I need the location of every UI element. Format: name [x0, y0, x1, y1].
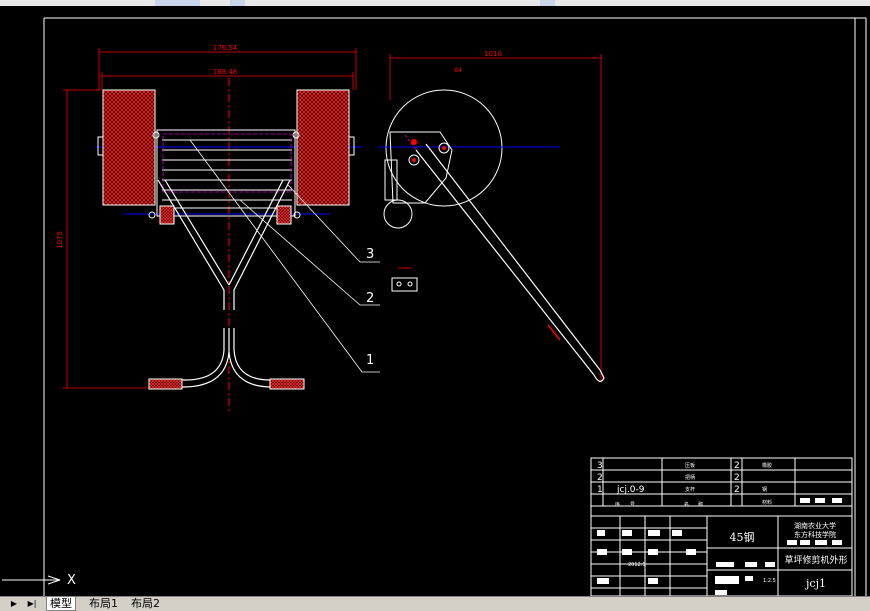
tab-model[interactable]: 模型: [46, 597, 76, 611]
tb-row3-note: 橡胶: [762, 462, 772, 469]
left-hub: [97, 136, 104, 156]
toolbar-fragment[interactable]: [540, 0, 555, 6]
window-top-strip: [0, 0, 870, 6]
tb-row3-no: 3: [597, 461, 603, 471]
tb-date: 2012.5: [628, 562, 646, 568]
tab-layout1[interactable]: 布局1: [89, 597, 118, 610]
callout-2: 2: [366, 291, 374, 306]
dim-text-side-small: 84: [454, 67, 462, 74]
dimension-top-outer: [98, 48, 357, 90]
side-grip-mark: [547, 324, 561, 341]
toolbar-fragment[interactable]: [155, 0, 200, 6]
callout-leaders: [189, 139, 380, 373]
front-view: 176.54 168.48 1075: [56, 44, 380, 412]
callout-1: 1: [366, 353, 374, 368]
drawing-frame: [43, 17, 867, 596]
pivot-ring: [408, 154, 420, 166]
side-view: 1010 84: [378, 50, 605, 382]
tb-row1-no: 1: [597, 485, 603, 495]
side-plate: [384, 159, 398, 201]
tb-row3-qty: 2: [734, 461, 740, 471]
small-part-hole: [396, 281, 402, 287]
right-wheel: [296, 89, 350, 206]
left-grip: [148, 378, 183, 390]
pivot-point: [412, 158, 416, 162]
tb-header-e: 材料: [762, 499, 772, 506]
left-wheel: [102, 89, 156, 206]
tb-row1-note: 钢: [762, 486, 767, 493]
title-block: [590, 457, 853, 596]
tab-layout2[interactable]: 布局2: [131, 597, 160, 610]
tb-row2-qty: 2: [734, 473, 740, 483]
small-part: [391, 277, 418, 292]
tab-prev-icon[interactable]: ▶: [10, 599, 18, 608]
blade-housing: [156, 129, 296, 217]
pivot-point: [411, 139, 417, 145]
left-bracket: [159, 205, 175, 225]
tb-row1-code: jcj.0-9: [616, 485, 645, 495]
right-hub: [348, 136, 355, 156]
layout-tab-bar: ▶ ▶| 模型 布局1 布局2: [0, 596, 870, 611]
ucs-icon: [2, 575, 61, 585]
tb-row1-qty: 2: [734, 485, 740, 495]
tb-header-b: 号: [630, 502, 635, 508]
tb-header-a: 序: [615, 501, 620, 508]
side-handle: [415, 143, 605, 382]
tb-row1-name: 支杆: [685, 486, 695, 493]
tb-row2-no: 2: [597, 473, 603, 483]
dim-text-height: 1075: [56, 231, 64, 249]
right-bracket: [276, 205, 292, 225]
tb-header-d: 称: [698, 501, 703, 508]
axle-ring: [438, 142, 450, 154]
tb-row2-name: 把柄: [685, 474, 695, 481]
drawing-canvas[interactable]: 176.54 168.48 1075: [0, 6, 870, 596]
tb-material: 45钢: [730, 531, 755, 544]
side-housing: [389, 131, 453, 204]
ucs-x-label: X: [67, 573, 76, 588]
dimension-height: [63, 89, 150, 389]
handle-frame: [157, 179, 291, 310]
tb-drawing-code: jcj1: [804, 577, 826, 590]
side-dimensions: [389, 54, 602, 382]
bolts: [148, 131, 301, 219]
tab-last-icon[interactable]: ▶|: [27, 599, 37, 608]
right-grip: [269, 378, 305, 390]
dim-text-top-inner: 168.48: [213, 68, 238, 76]
callout-3: 3: [366, 247, 374, 262]
axle-point: [442, 146, 446, 150]
toolbar-fragment[interactable]: [230, 0, 245, 6]
small-part-hole: [407, 281, 413, 287]
handle-grip: [180, 328, 272, 388]
side-wheel: [385, 89, 503, 207]
dim-text-side-width: 1010: [484, 50, 502, 58]
side-roller: [383, 199, 413, 229]
dim-text-top-outer: 176.54: [213, 44, 238, 52]
tb-row3-name: 压板: [685, 462, 695, 469]
tb-school-line2: 东方科技学院: [794, 530, 836, 539]
tb-header-c: 名: [684, 501, 689, 508]
tb-drawing-name: 草坪修剪机外形: [784, 554, 847, 566]
tb-school-line1: 湖南农业大学: [794, 521, 836, 530]
title-block-fills: [597, 498, 842, 595]
tb-scale: 1:2.5: [763, 578, 776, 584]
hidden-outline: [162, 133, 292, 193]
